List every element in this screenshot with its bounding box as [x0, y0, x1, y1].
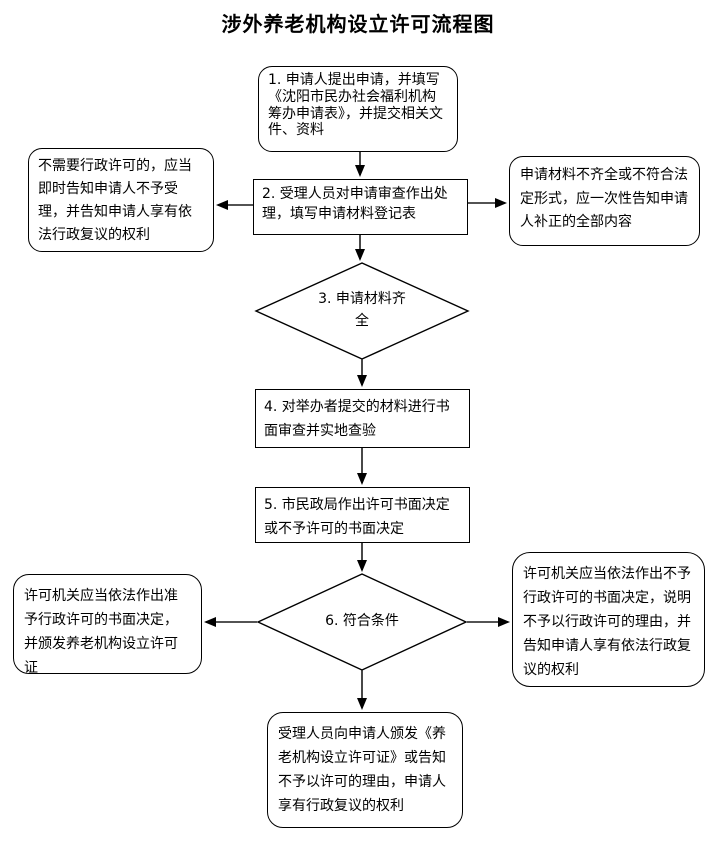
decision-meets-conditions-label: 6. 符合条件	[325, 613, 399, 629]
page-title: 涉外养老机构设立许可流程图	[221, 12, 495, 36]
node-step5-decision: 5. 市民政局作出许可书面决定或不予许可的书面决定	[255, 487, 470, 543]
node-incomplete-notice: 申请材料不齐全或不符合法定形式，应一次性告知申请人补正的全部内容	[509, 156, 700, 246]
node-denial-notice: 许可机关应当依法作出不予行政许可的书面决定，说明不予以行政许可的理由，并告知申请…	[512, 552, 705, 687]
node-final-issue: 受理人员向申请人颁发《养老机构设立许可证》或告知不予以许可的理由，申请人享有行政…	[267, 712, 463, 828]
node-step4-inspection: 4. 对举办者提交的材料进行书面审查并实地查验	[255, 389, 470, 448]
node-step2-review: 2. 受理人员对申请审查作出处理，填写申请材料登记表	[253, 179, 468, 235]
decision-materials-complete-label: 3. 申请材料齐全	[318, 291, 406, 329]
node-approval-certificate: 许可机关应当依法作出准予行政许可的书面决定，并颁发养老机构设立许可证	[13, 574, 202, 674]
node-step1-apply: 1. 申请人提出申请，并填写《沈阳市民办社会福利机构筹办申请表》，并提交相关文件…	[258, 66, 458, 152]
node-no-permit-notice: 不需要行政许可的，应当即时告知申请人不予受理，并告知申请人享有依法行政复议的权利	[28, 148, 214, 252]
